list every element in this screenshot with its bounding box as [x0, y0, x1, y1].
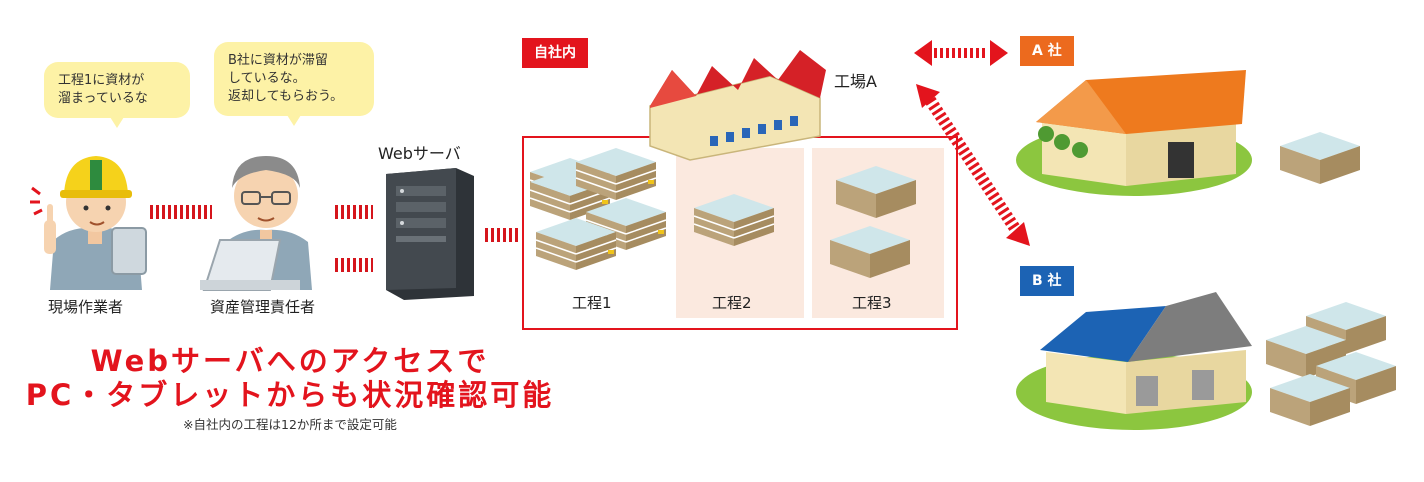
- process-2-label: 工程2: [712, 294, 752, 312]
- in-house-tag: 自社内: [522, 38, 588, 68]
- footnote: ※自社内の工程は12か所まで設定可能: [183, 417, 397, 432]
- company-b-warehouse: [1016, 292, 1252, 430]
- server-connector: [485, 228, 521, 242]
- company-a-warehouse: [1016, 70, 1252, 196]
- server-label: Webサーバ: [378, 144, 461, 163]
- company-a-tag: A 社: [1020, 36, 1074, 66]
- headline-line-1: Webサーバへのアクセスで: [90, 344, 490, 378]
- headline-line-2: PC・タブレットからも状況確認可能: [25, 378, 555, 412]
- process-1-stacks: [529, 147, 667, 271]
- worker-label: 現場作業者: [48, 298, 124, 316]
- manager-connector-bottom: [335, 258, 373, 272]
- server-icon: [386, 168, 474, 300]
- manager-figure: [200, 156, 312, 291]
- manager-speech-bubble: B社に資材が滞留 しているな。 返却してもらおう。: [214, 42, 374, 126]
- process-3-stacks: [830, 166, 916, 278]
- process-3-label: 工程3: [852, 294, 892, 312]
- process-2-stack: [693, 194, 775, 246]
- factory-name: 工場A: [834, 72, 877, 91]
- process-1-label: 工程1: [572, 294, 612, 312]
- manager-label: 資産管理責任者: [210, 298, 316, 316]
- worker-figure: [30, 156, 147, 290]
- company-b-stacks: [1266, 302, 1396, 426]
- arrow-to-company-a: [914, 40, 1008, 66]
- arrow-to-company-b: [916, 84, 1030, 246]
- worker-speech-bubble: 工程1に資材が 溜まっているな: [44, 62, 190, 128]
- factory-building: [649, 50, 826, 161]
- company-b-tag: B 社: [1020, 266, 1074, 296]
- manager-connector-top: [335, 205, 373, 219]
- worker-connector: [150, 205, 212, 219]
- company-a-stack: [1280, 132, 1360, 184]
